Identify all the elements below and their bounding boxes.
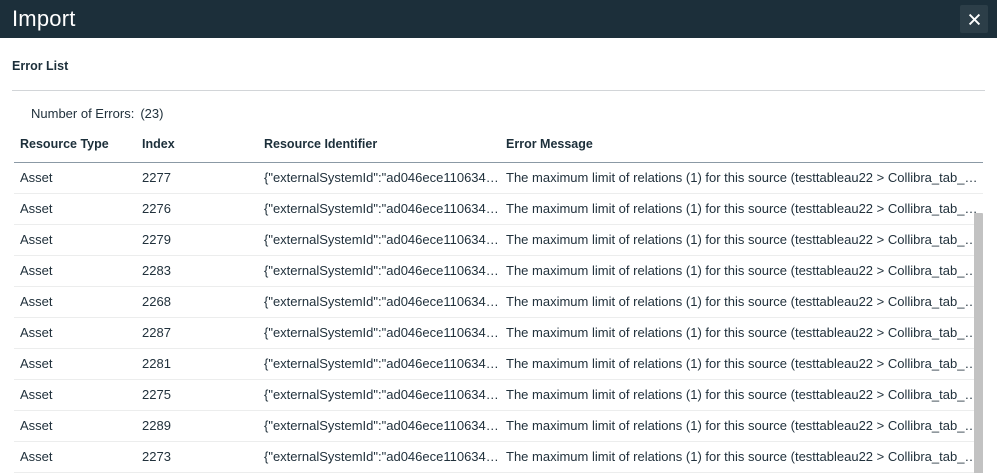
column-header-index[interactable]: Index — [142, 136, 264, 163]
cell-resource-type: Asset — [14, 193, 142, 225]
modal-title: Import — [12, 6, 76, 31]
cell-resource-type: Asset — [14, 348, 142, 380]
error-count-value: (23) — [140, 105, 164, 121]
cell-resource-identifier: {"externalSystemId":"ad046ece110634… — [264, 317, 506, 349]
cell-resource-type: Asset — [14, 410, 142, 442]
cell-resource-identifier: {"externalSystemId":"ad046ece110634… — [264, 255, 506, 287]
cell-resource-identifier: {"externalSystemId":"ad046ece110634… — [264, 286, 506, 318]
cell-error-message: The maximum limit of relations (1) for t… — [506, 317, 983, 349]
cell-resource-identifier: {"externalSystemId":"ad046ece110634… — [264, 224, 506, 256]
cell-resource-type: Asset — [14, 286, 142, 318]
cell-resource-identifier: {"externalSystemId":"ad046ece110634… — [264, 348, 506, 380]
cell-resource-type: Asset — [14, 317, 142, 349]
cell-resource-identifier: {"externalSystemId":"ad046ece110634… — [264, 410, 506, 442]
cell-resource-type: Asset — [14, 441, 142, 473]
cell-index: 2273 — [142, 441, 264, 473]
cell-error-message: The maximum limit of relations (1) for t… — [506, 410, 983, 442]
cell-index: 2287 — [142, 317, 264, 349]
table-header-row: Resource Type Index Resource Identifier … — [14, 136, 983, 163]
cell-error-message: The maximum limit of relations (1) for t… — [506, 441, 983, 473]
cell-index: 2281 — [142, 348, 264, 380]
cell-error-message: The maximum limit of relations (1) for t… — [506, 193, 983, 225]
cell-resource-identifier: {"externalSystemId":"ad046ece110634… — [264, 441, 506, 473]
close-button[interactable] — [960, 5, 988, 33]
column-header-resource-type[interactable]: Resource Type — [14, 136, 142, 163]
table-scrollbar-track[interactable] — [983, 210, 997, 473]
cell-error-message: The maximum limit of relations (1) for t… — [506, 162, 983, 194]
cell-error-message: The maximum limit of relations (1) for t… — [506, 286, 983, 318]
cell-error-message: The maximum limit of relations (1) for t… — [506, 348, 983, 380]
column-header-resource-identifier[interactable]: Resource Identifier — [264, 136, 506, 163]
cell-error-message: The maximum limit of relations (1) for t… — [506, 224, 983, 256]
cell-index: 2275 — [142, 379, 264, 411]
error-table-head: Resource Type Index Resource Identifier … — [14, 136, 983, 163]
column-header-error-message[interactable]: Error Message — [506, 136, 983, 163]
cell-resource-identifier: {"externalSystemId":"ad046ece110634… — [264, 193, 506, 225]
cell-index: 2279 — [142, 224, 264, 256]
cell-resource-type: Asset — [14, 255, 142, 287]
error-table: Resource Type Index Resource Identifier … — [14, 136, 983, 473]
modal-body: Error List Number of Errors: (23) Resour… — [0, 38, 997, 473]
section-heading: Error List — [12, 59, 69, 73]
error-count-label: Number of Errors: — [31, 105, 135, 121]
cell-resource-identifier: {"externalSystemId":"ad046ece110634… — [264, 162, 506, 194]
cell-resource-type: Asset — [14, 224, 142, 256]
section-divider — [12, 89, 985, 91]
cell-index: 2277 — [142, 162, 264, 194]
cell-error-message: The maximum limit of relations (1) for t… — [506, 255, 983, 287]
cell-resource-type: Asset — [14, 379, 142, 411]
cell-resource-identifier: {"externalSystemId":"ad046ece110634… — [264, 379, 506, 411]
cell-index: 2268 — [142, 286, 264, 318]
cell-index: 2289 — [142, 410, 264, 442]
error-table-wrapper: Resource Type Index Resource Identifier … — [14, 136, 983, 473]
cell-index: 2276 — [142, 193, 264, 225]
close-icon — [968, 13, 980, 25]
table-scrollbar-thumb[interactable] — [974, 213, 983, 473]
cell-resource-type: Asset — [14, 162, 142, 194]
modal-titlebar: Import — [0, 0, 997, 38]
error-count-row: Number of Errors: (23) — [0, 91, 997, 120]
cell-index: 2283 — [142, 255, 264, 287]
cell-error-message: The maximum limit of relations (1) for t… — [506, 379, 983, 411]
